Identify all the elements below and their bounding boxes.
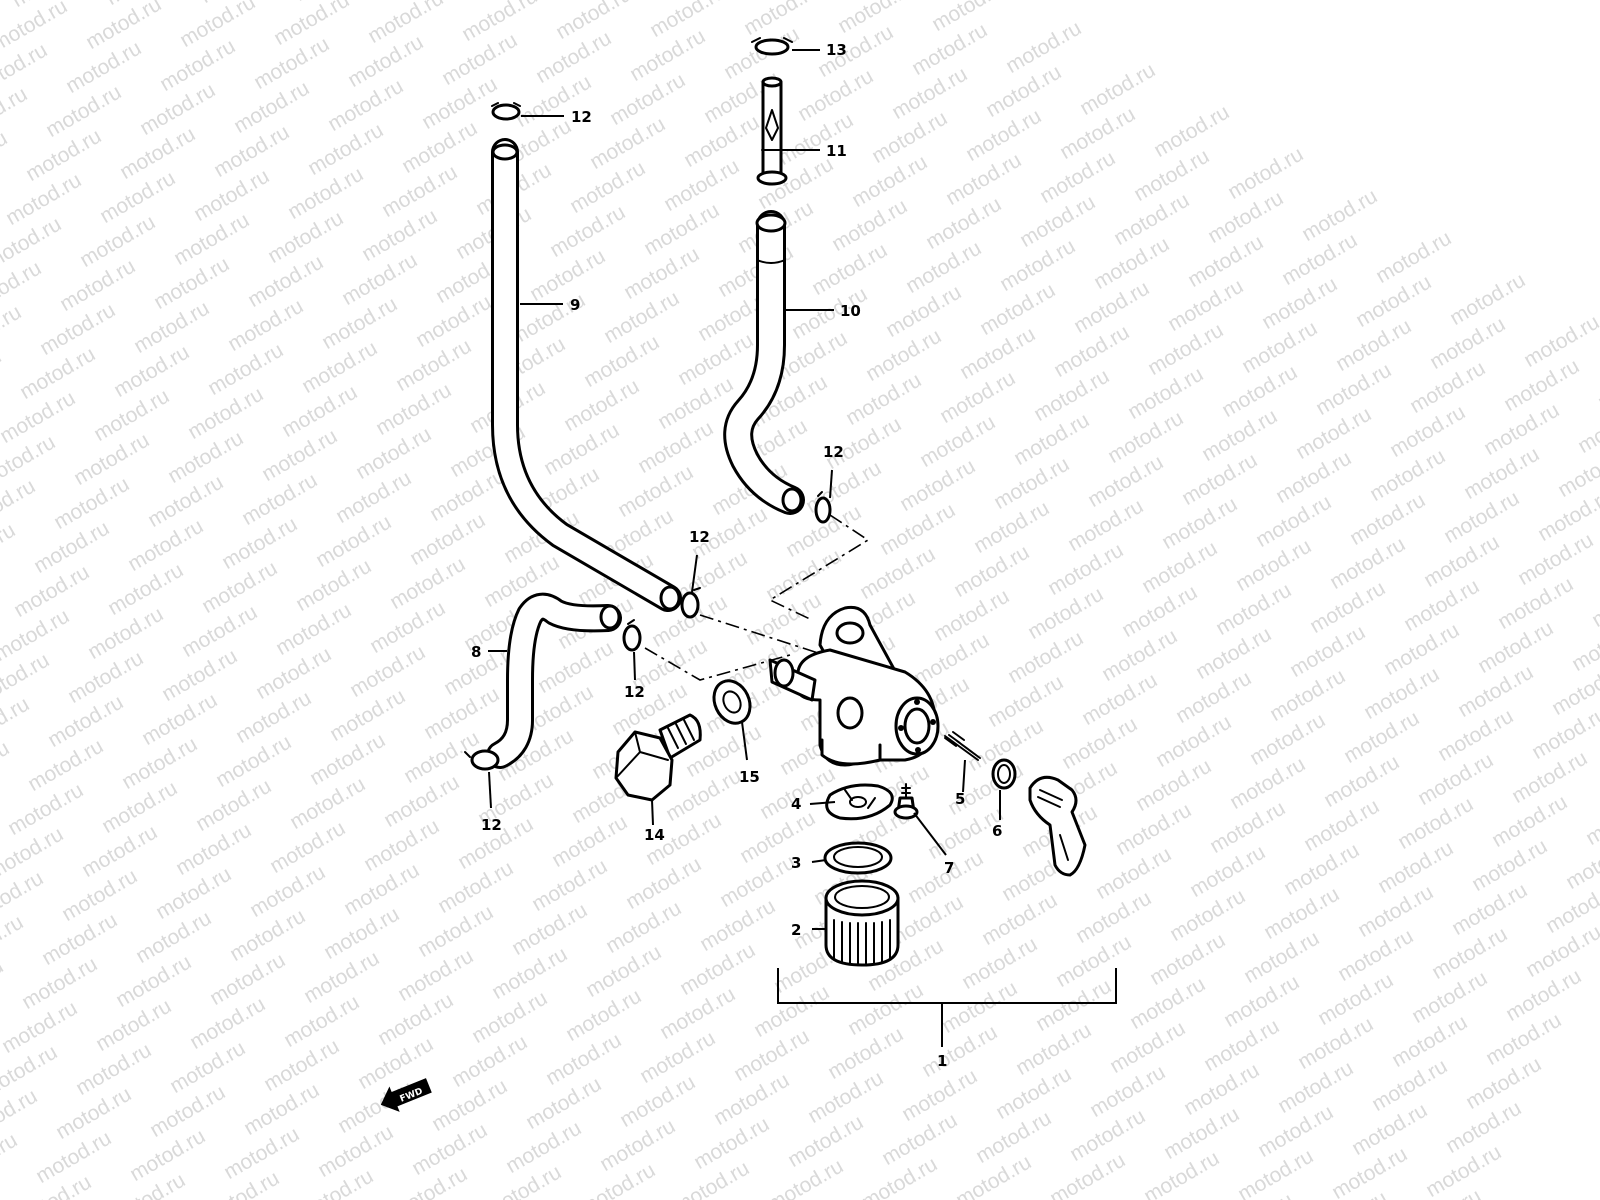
callout-numbers: 13 12 11 9 10 12 12 8 12 12 14 15 4 3 2 … xyxy=(471,41,1002,1070)
callout-10: 10 xyxy=(840,302,861,320)
fwd-arrow-icon: FWD xyxy=(380,1078,432,1112)
fuel-cock-lever xyxy=(1028,775,1087,877)
clamp-12-mid xyxy=(680,587,701,619)
clamp-12-top xyxy=(491,102,521,121)
o-ring-6 xyxy=(991,758,1017,790)
callout-8: 8 xyxy=(471,643,481,661)
callout-12-bottom: 12 xyxy=(481,816,502,834)
gasket-4 xyxy=(825,783,894,821)
washer-15 xyxy=(712,679,752,725)
sediment-bowl-2 xyxy=(824,879,900,967)
bolt-14 xyxy=(614,713,702,802)
callout-6: 6 xyxy=(992,822,1002,840)
callout-14: 14 xyxy=(644,826,665,844)
spring-5 xyxy=(944,731,981,761)
clamp-12-right xyxy=(814,491,832,524)
callout-3: 3 xyxy=(791,854,801,872)
hose-10 xyxy=(723,210,805,515)
screw-7 xyxy=(893,783,919,820)
callout-12-left: 12 xyxy=(624,683,645,701)
fuel-cock-body xyxy=(768,605,940,767)
callout-5: 5 xyxy=(955,790,965,808)
callout-leaders xyxy=(488,49,1117,1047)
o-ring-3 xyxy=(823,841,893,875)
hose-fitting-11 xyxy=(756,76,788,186)
callout-15: 15 xyxy=(739,768,760,786)
clamp-13 xyxy=(751,37,793,56)
callout-12-right: 12 xyxy=(823,443,844,461)
hose-9 xyxy=(491,138,682,612)
callout-13: 13 xyxy=(826,41,847,59)
clamp-12-bottom xyxy=(464,749,500,771)
callout-11: 11 xyxy=(826,142,847,160)
callout-12-mid: 12 xyxy=(689,528,710,546)
clamp-12-left xyxy=(622,619,642,652)
callout-4: 4 xyxy=(791,795,801,813)
assembly-lines xyxy=(644,514,870,681)
hose-8 xyxy=(486,592,622,769)
callout-7: 7 xyxy=(944,859,954,877)
callout-2: 2 xyxy=(791,921,801,939)
callout-1: 1 xyxy=(937,1052,947,1070)
callout-12-top: 12 xyxy=(571,108,592,126)
callout-9: 9 xyxy=(570,296,580,314)
